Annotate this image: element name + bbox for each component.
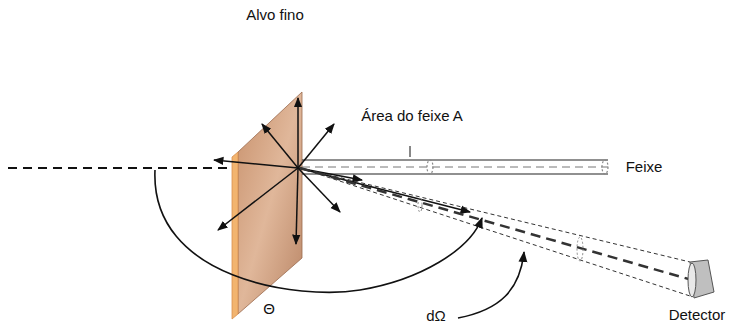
solid-angle-cone — [300, 168, 692, 296]
leader-line — [410, 146, 411, 157]
scattered-arrows — [214, 98, 470, 244]
target-label: Alvo fino — [240, 6, 310, 23]
detector-label: Detector — [662, 306, 732, 323]
target-edge — [232, 152, 238, 319]
solid-angle-pointer — [458, 252, 524, 318]
beam-label: Feixe — [614, 158, 674, 175]
angle-symbol: Θ — [254, 300, 284, 317]
beam — [302, 160, 608, 174]
solid-angle-symbol: dΩ — [418, 307, 454, 324]
detector-symbol — [688, 260, 714, 298]
beam-axis — [8, 167, 232, 169]
angle-arc — [155, 170, 482, 292]
beam-area-label: Área do feixe A — [360, 107, 464, 124]
